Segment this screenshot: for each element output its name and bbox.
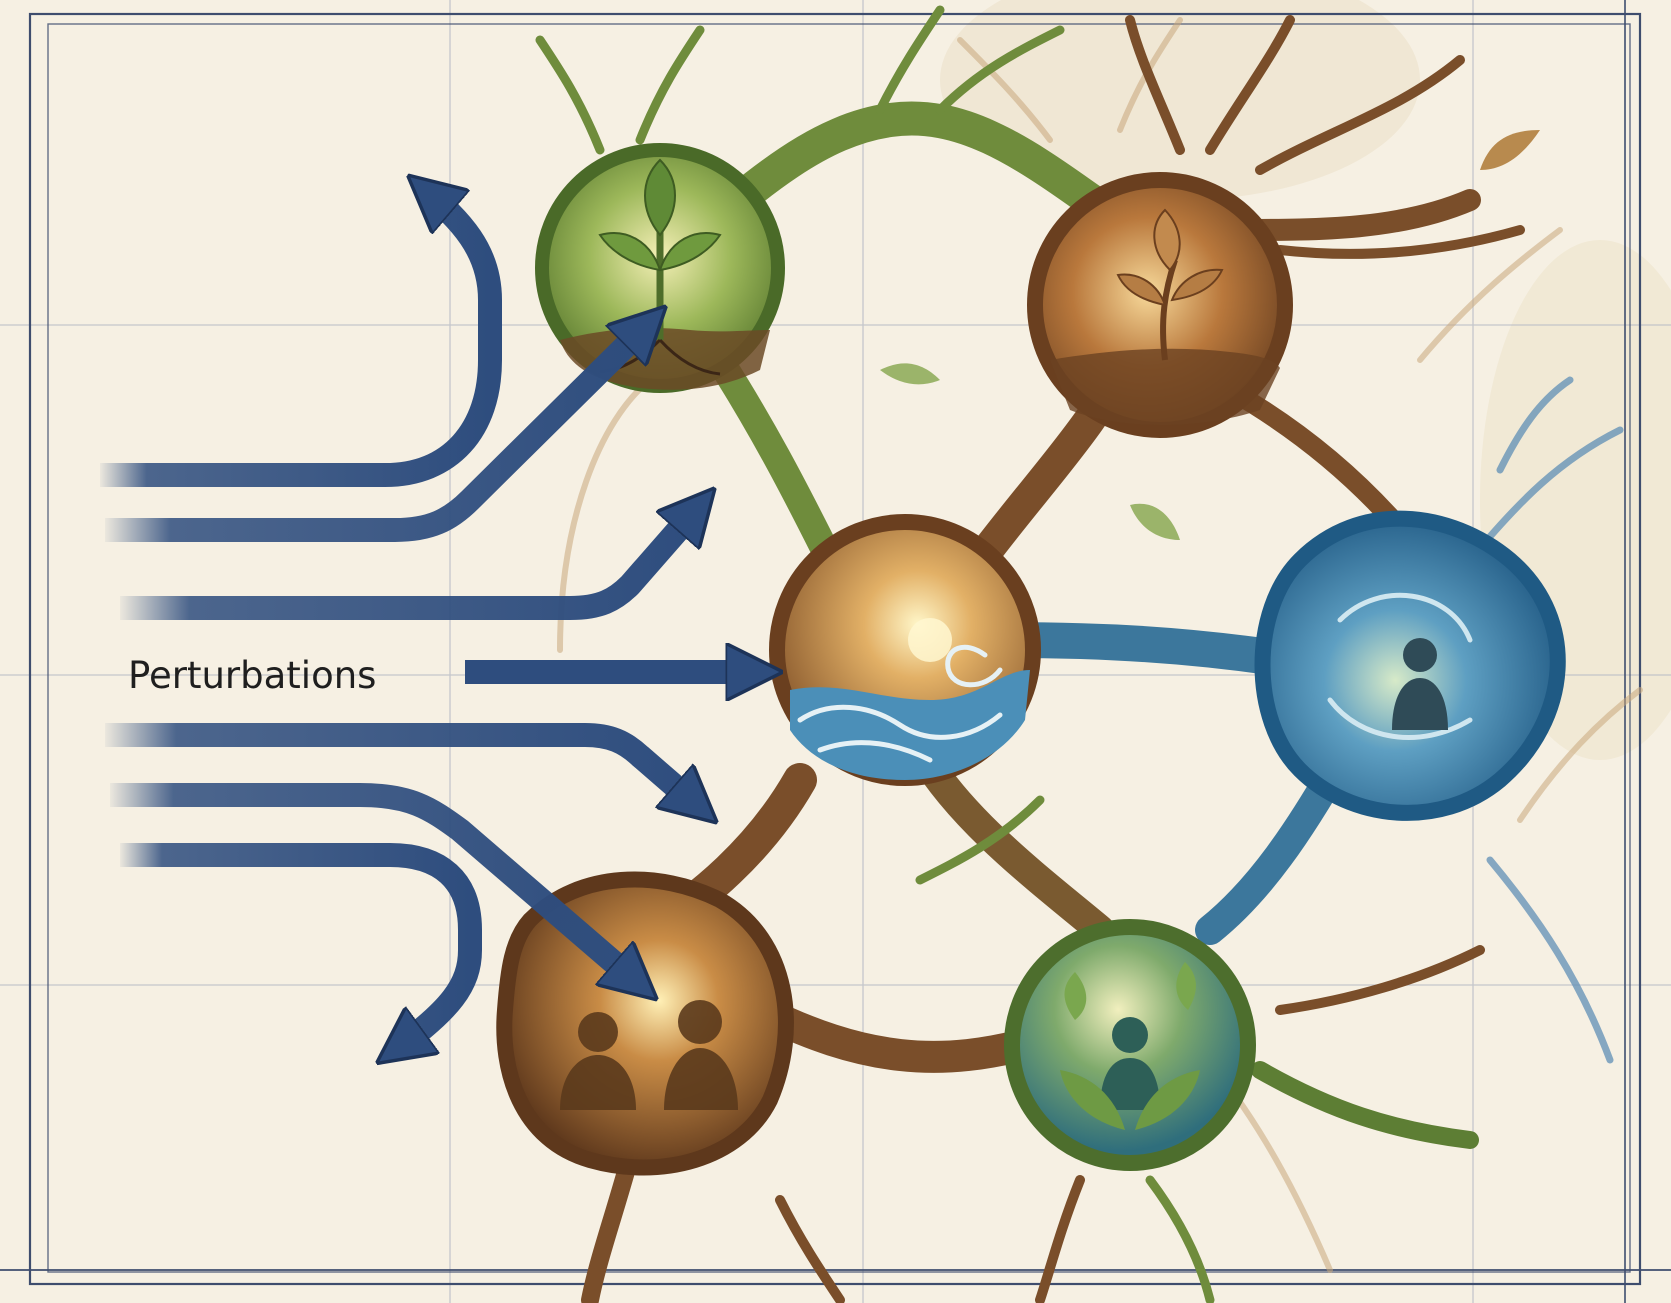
deflected-arrow-down	[120, 843, 482, 1050]
incoming-arrow	[105, 723, 700, 808]
leaf-accents	[880, 130, 1540, 540]
light-glow	[908, 618, 952, 662]
person-leaves-icon	[1060, 962, 1200, 1130]
growth-person-node	[1004, 919, 1256, 1171]
sprout-icon	[1116, 208, 1224, 361]
people-icon	[560, 1000, 738, 1110]
incoming-arrow	[105, 322, 650, 542]
wave-icon	[797, 644, 1003, 763]
seedling-node	[1027, 172, 1293, 438]
perturbation-arrows	[100, 190, 760, 1050]
incoming-arrow	[120, 505, 700, 620]
wave-icon	[1327, 592, 1473, 740]
incoming-arrow	[110, 783, 640, 985]
deflected-arrow-up	[100, 190, 502, 487]
green-branches	[535, 5, 1215, 1303]
sprout-node	[535, 143, 785, 393]
people-node	[496, 871, 794, 1176]
water-person-node	[1254, 510, 1566, 821]
person-icon	[1392, 638, 1448, 730]
root-branches	[775, 15, 1525, 1303]
perturbations-label: Perturbations	[128, 654, 376, 697]
wave-node	[769, 514, 1041, 786]
